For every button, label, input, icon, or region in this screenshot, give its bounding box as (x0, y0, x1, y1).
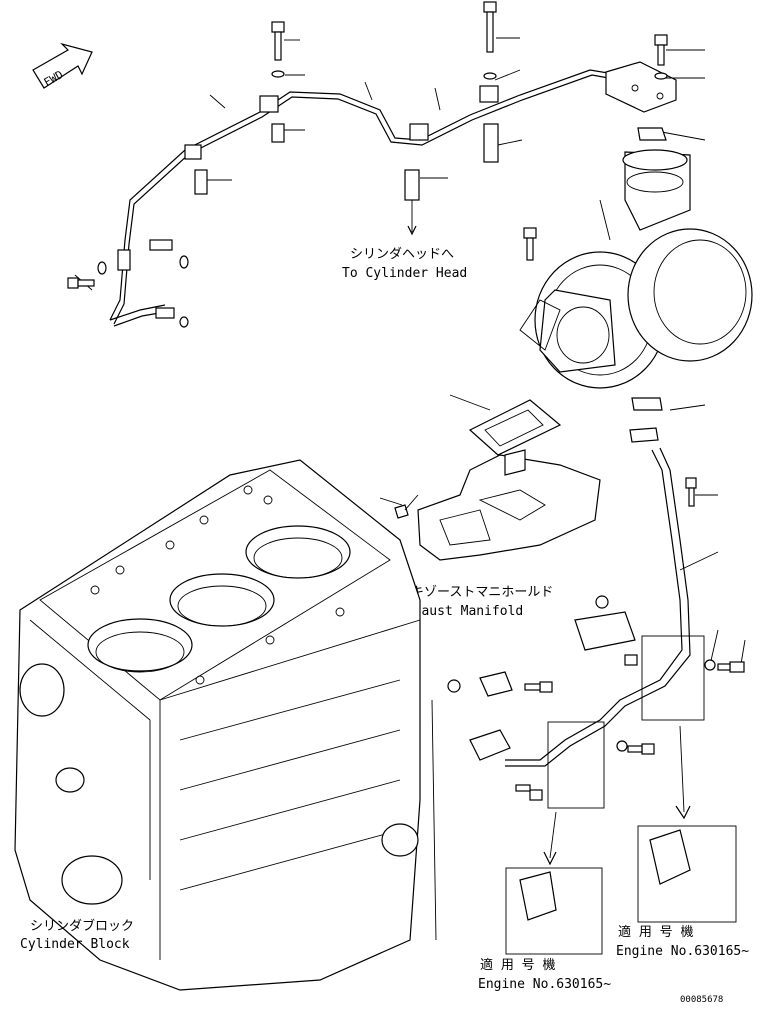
detail-box (641, 635, 705, 721)
oil-return-pipe (505, 447, 691, 767)
fwd-label: FWD (42, 68, 66, 89)
drawing-number: 00085678 (680, 995, 723, 1005)
sleeve (404, 169, 420, 201)
leader-lines (74, 69, 746, 671)
bolt-icon (523, 227, 537, 261)
fitting-icon (149, 239, 189, 328)
detail-inset-right (637, 825, 737, 923)
block-label-en: Cylinder Block (20, 937, 130, 952)
applicable-left-jp: 適 用 号 機 (480, 957, 555, 973)
bolt-icon (67, 261, 107, 289)
cyl-head-label-jp: シリンダヘッドへ (350, 247, 454, 262)
clamp-icon (469, 671, 513, 761)
applicable-right-en: Engine No.630165~ (616, 944, 749, 959)
gasket (468, 127, 667, 456)
pipe-clamp (117, 249, 131, 271)
pipe-flange (605, 61, 677, 113)
nut-icon (447, 595, 628, 752)
bolt-icon (515, 654, 655, 801)
applicable-right-jp: 適 用 号 機 (618, 924, 693, 940)
bolt-icon (654, 34, 705, 80)
bolt-icon (271, 21, 300, 143)
nut-icon (394, 504, 409, 519)
pipe-clamp (479, 85, 499, 103)
turbocharger (519, 149, 753, 389)
bolt-icon (685, 477, 697, 507)
cyl-head-label-en: To Cylinder Head (342, 266, 467, 281)
block-label-jp: シリンダブロック (30, 918, 134, 934)
pipe-clamp (409, 123, 429, 141)
applicable-left-en: Engine No.630165~ (478, 977, 611, 992)
fwd-arrow-icon: FWD (32, 42, 93, 89)
pipe-clamp (259, 95, 279, 113)
exhaust-label-en: Exhaust Manifold (398, 604, 523, 619)
bolt-icon (483, 1, 520, 163)
exhaust-label-jp: エキゾーストマニホールド (398, 585, 553, 600)
oil-supply-pipe (109, 69, 621, 327)
detail-box (547, 721, 605, 809)
detail-inset-left (505, 867, 603, 955)
bolt-icon (704, 659, 745, 673)
cylinder-block (14, 459, 421, 991)
sleeve (194, 169, 208, 195)
exhaust-manifold (417, 449, 601, 561)
pipe-clamp (184, 144, 202, 160)
